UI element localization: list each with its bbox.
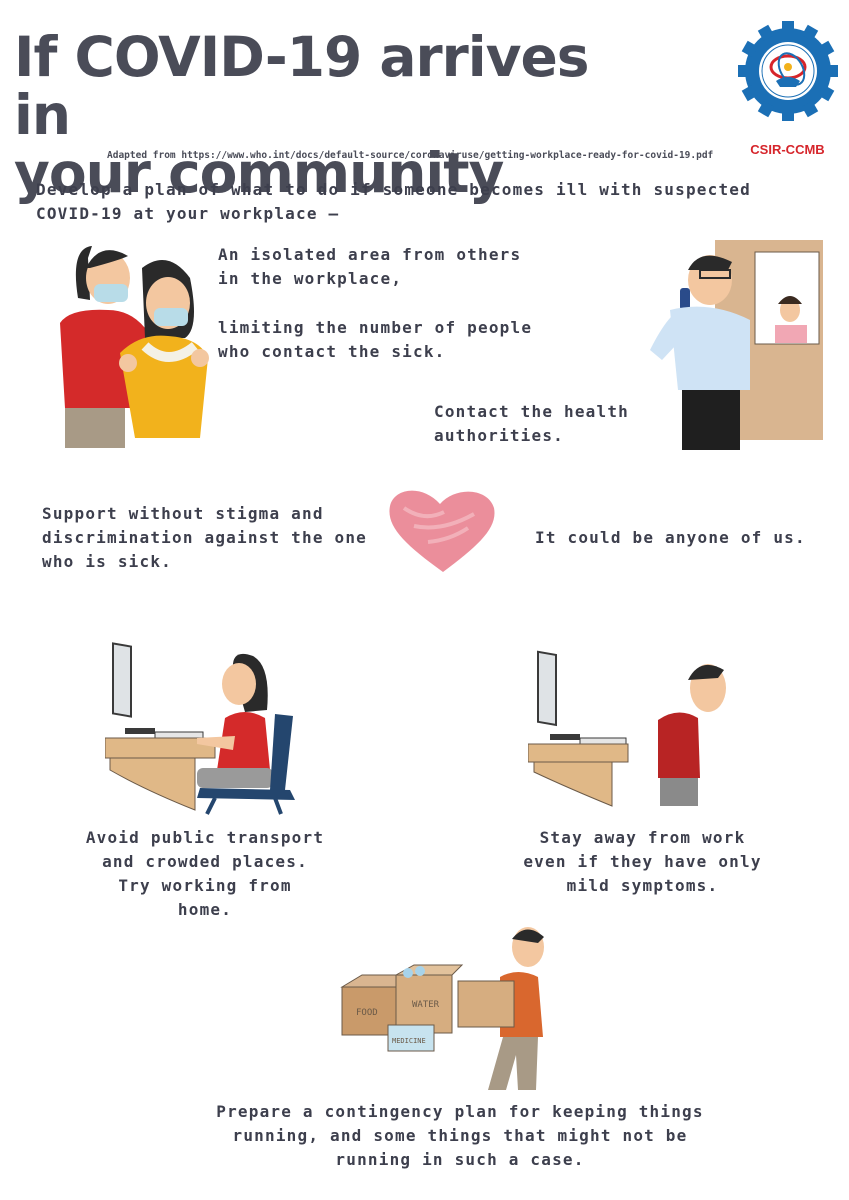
food-label: FOOD <box>356 1008 378 1018</box>
contingency-line-2: running, and some things that might not … <box>232 1126 688 1145</box>
isolation-text: An isolated area from others in the work… <box>218 243 532 364</box>
contact-line-2: authorities. <box>434 426 564 445</box>
intro-text: Develop a plan of what to do if someone … <box>36 178 826 226</box>
water-label: WATER <box>412 1000 440 1010</box>
support-line-3: who is sick. <box>42 552 172 571</box>
contingency-line-3: running in such a case. <box>335 1150 585 1169</box>
stay-away-text: Stay away from work even if they have on… <box>505 826 780 898</box>
man-on-phone-illustration <box>640 240 825 455</box>
supplies-illustration: FOOD WATER MEDICINE <box>338 925 558 1095</box>
gear-logo-icon <box>738 21 838 121</box>
title-line-1: If COVID-19 arrives in <box>14 25 590 147</box>
stay-away-line-3: mild symptoms. <box>566 876 719 895</box>
two-women-illustration <box>50 238 215 453</box>
csir-ccmb-logo <box>738 15 838 140</box>
contact-line-1: Contact the health <box>434 402 629 421</box>
intro-line-2: COVID-19 at your workplace — <box>36 204 340 223</box>
stay-away-line-1: Stay away from work <box>539 828 746 847</box>
stay-away-line-2: even if they have only <box>523 852 762 871</box>
support-text: Support without stigma and discriminatio… <box>42 502 367 574</box>
woman-at-computer-illustration <box>104 640 300 815</box>
source-url: Adapted from https://www.who.int/docs/de… <box>107 150 714 161</box>
isolation-line-4: who contact the sick. <box>218 342 446 361</box>
medicine-label: MEDICINE <box>392 1037 426 1045</box>
transport-line-2: and crowded places. <box>102 852 308 871</box>
contact-text: Contact the health authorities. <box>434 400 629 448</box>
heart-icon <box>384 482 502 582</box>
support-line-2: discrimination against the one <box>42 528 367 547</box>
isolation-line-1: An isolated area from others <box>218 245 522 264</box>
contingency-text: Prepare a contingency plan for keeping t… <box>150 1100 770 1172</box>
title-line-2: your community <box>14 141 504 205</box>
isolation-line-3: limiting the number of people <box>218 318 533 337</box>
transport-line-4: home. <box>177 900 233 919</box>
logo-label: CSIR-CCMB <box>750 142 825 157</box>
transport-line-3: Try working from <box>118 876 292 895</box>
support-line-1: Support without stigma and <box>42 504 324 523</box>
intro-line-1: Develop a plan of what to do if someone … <box>36 180 751 199</box>
anyone-text: It could be anyone of us. <box>535 528 806 547</box>
man-leaving-desk-illustration <box>527 648 733 808</box>
page-title: If COVID-19 arrives in your community <box>14 28 634 202</box>
isolation-line-2: in the workplace, <box>218 269 403 288</box>
transport-line-1: Avoid public transport <box>85 828 325 847</box>
transport-text: Avoid public transport and crowded place… <box>70 826 340 922</box>
contingency-line-1: Prepare a contingency plan for keeping t… <box>216 1102 704 1121</box>
